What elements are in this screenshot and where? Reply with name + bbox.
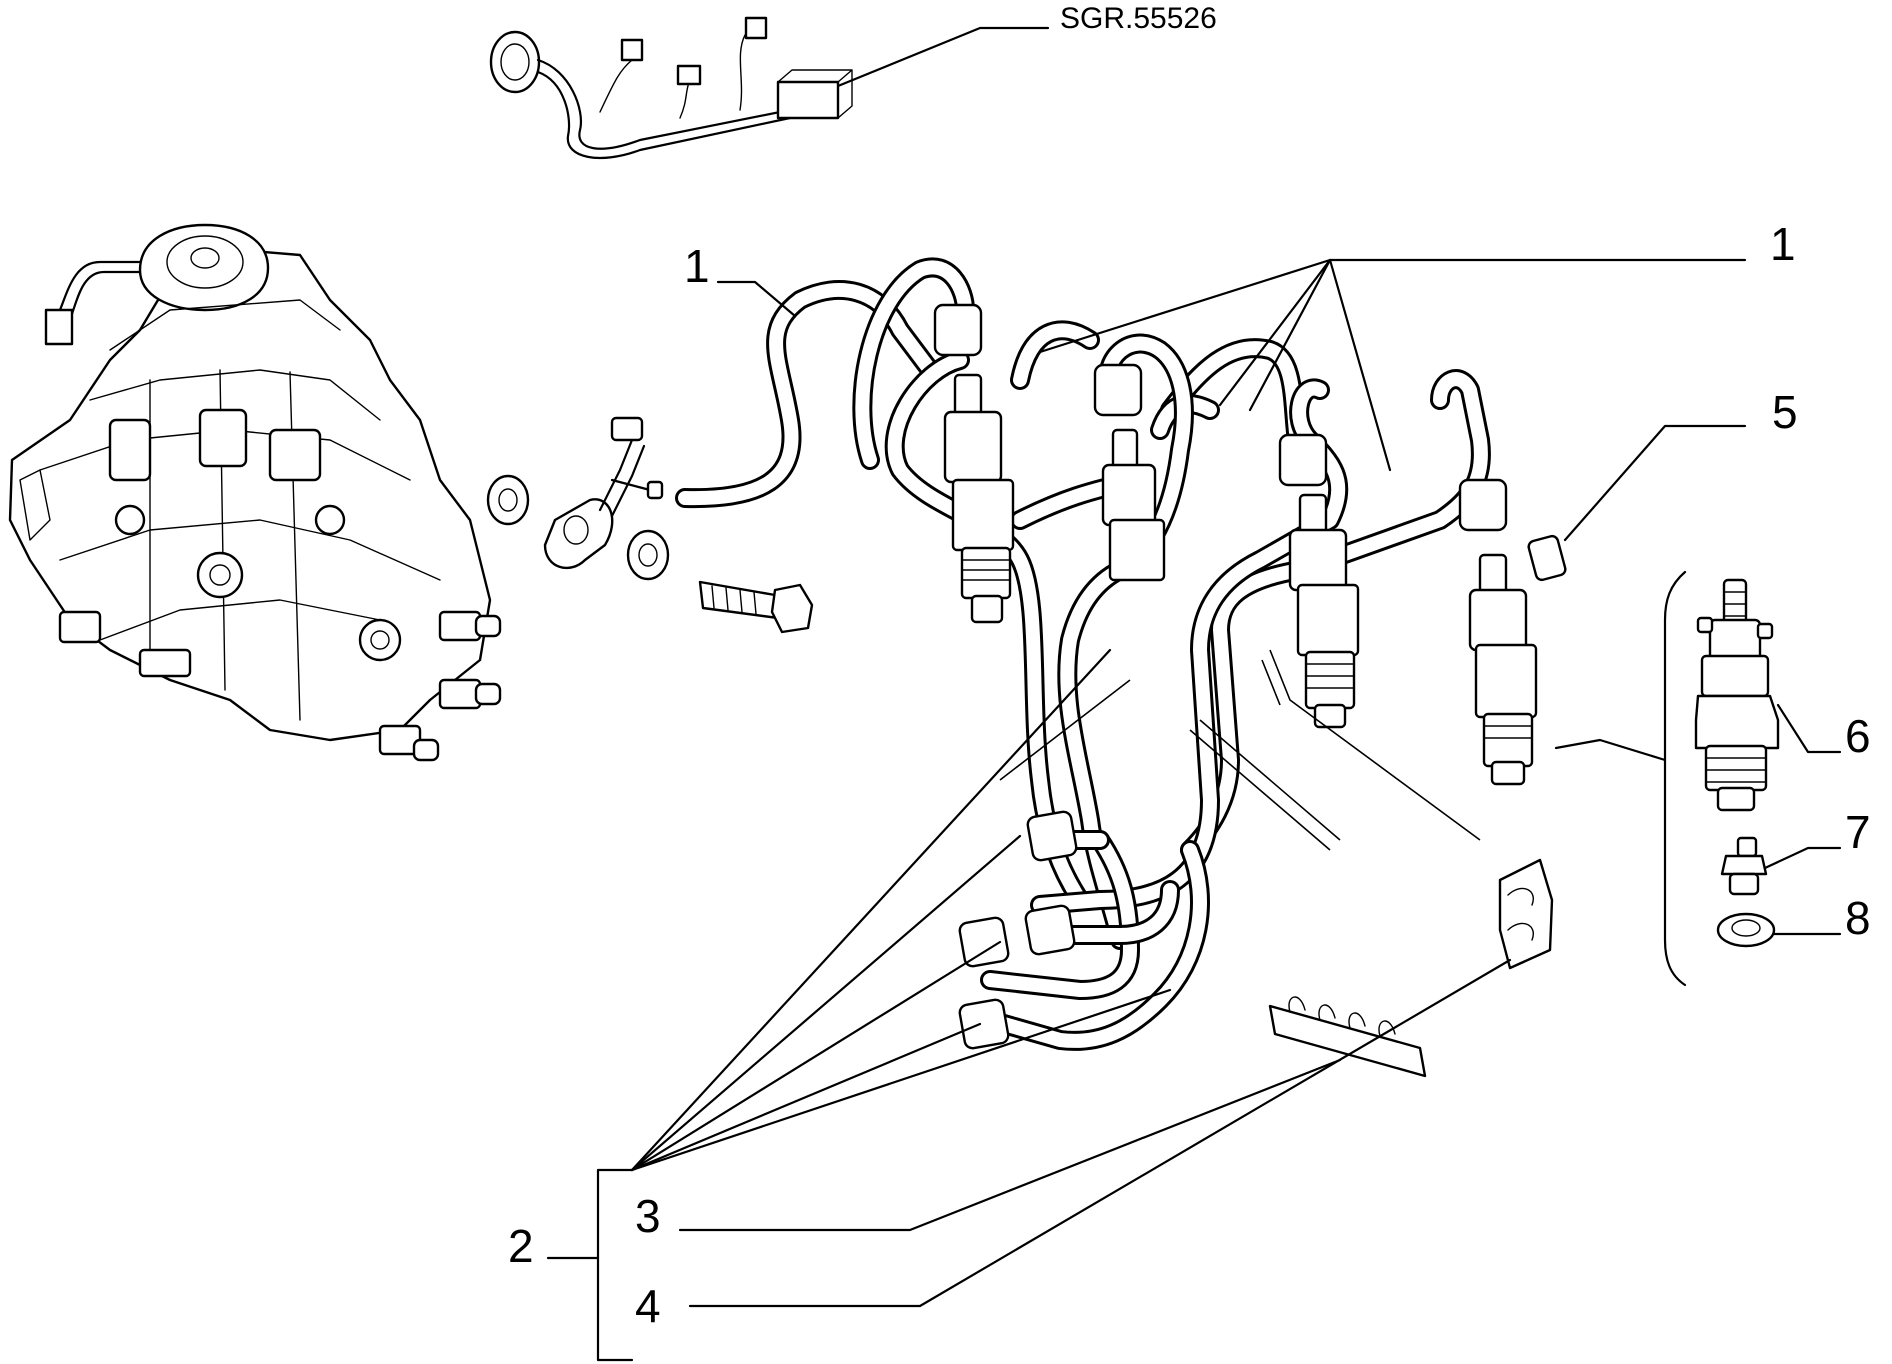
callout-4: 4 <box>635 1280 661 1332</box>
wiring-harness <box>489 16 1050 160</box>
callout-6: 6 <box>1845 710 1871 762</box>
pipe-clips <box>1268 858 1554 1078</box>
callout-numbers: 1 1 2 3 4 5 6 7 8 <box>508 218 1871 1332</box>
banjo-fitting-set <box>486 416 814 634</box>
callout-1-right: 1 <box>1770 218 1796 270</box>
callout-1-left: 1 <box>684 240 710 292</box>
callout-5: 5 <box>1772 386 1798 438</box>
callout-2: 2 <box>508 1220 534 1272</box>
callout-3: 3 <box>635 1190 661 1242</box>
callout-7: 7 <box>1845 806 1871 858</box>
callout-8: 8 <box>1845 892 1871 944</box>
injection-pump <box>8 223 502 762</box>
reference-code: SGR.55526 <box>1060 2 1217 35</box>
injector-pipes <box>675 257 1508 1051</box>
injectors-installed <box>943 373 1538 786</box>
injector-detail <box>1694 578 1780 948</box>
leader-lines <box>546 258 1842 1362</box>
